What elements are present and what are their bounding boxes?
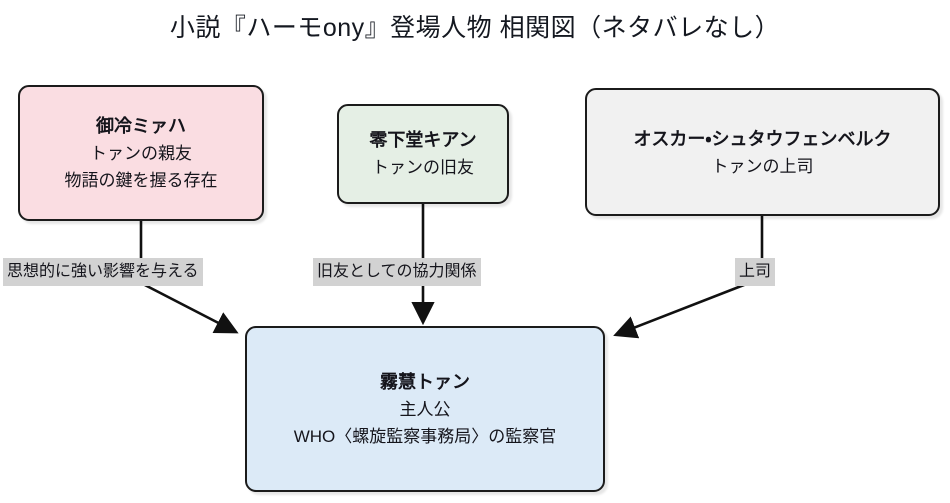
node-miach[interactable]: 御冷ミァハ トァンの親友 物語の鍵を握る存在 bbox=[18, 85, 264, 221]
node-oscar-desc-1: トァンの上司 bbox=[711, 156, 814, 176]
node-miach-desc-2: 物語の鍵を握る存在 bbox=[64, 170, 218, 190]
node-tuan-name: 霧慧トァン bbox=[380, 371, 470, 392]
node-cian-desc-1: トァンの旧友 bbox=[372, 158, 474, 177]
edge-label-oscar-tuan: 上司 bbox=[735, 258, 776, 286]
node-oscar-name: オスカー・シュタウフェンベルク bbox=[633, 128, 892, 149]
edge-label-miach-tuan: 思想的に強い影響を与える bbox=[3, 258, 203, 286]
node-tuan-desc-1: 主人公 bbox=[399, 399, 451, 419]
diagram-title: 小説『ハーモony』登場人物 相関図（ネタバレなし） bbox=[169, 14, 781, 42]
edge-label-cian-tuan: 旧友としての協力関係 bbox=[313, 258, 481, 286]
edge-miach-tuan bbox=[139, 221, 239, 334]
node-tuan-desc-2: WHO〈螺旋監察事務局〉の監察官 bbox=[293, 426, 557, 446]
node-oscar[interactable]: オスカー・シュタウフェンベルク トァンの上司 bbox=[585, 88, 940, 216]
node-tuan[interactable]: 霧慧トァン 主人公 WHO〈螺旋監察事務局〉の監察官 bbox=[245, 326, 605, 492]
node-cian[interactable]: 零下堂キアン トァンの旧友 bbox=[337, 104, 509, 204]
edge-oscar-tuan bbox=[613, 216, 764, 339]
node-miach-desc-1: トァンの親友 bbox=[90, 143, 192, 163]
node-miach-name: 御冷ミァハ bbox=[96, 115, 186, 136]
node-cian-name: 零下堂キアン bbox=[369, 130, 477, 150]
